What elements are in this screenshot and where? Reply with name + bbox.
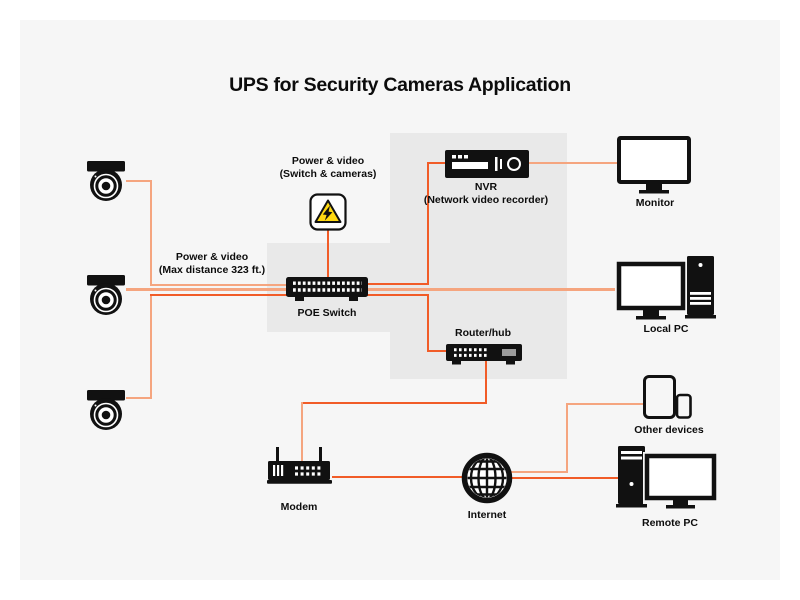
tablet-phone-icon (643, 375, 693, 420)
cable-camera3-out (126, 397, 152, 399)
label-cameras-cable-line1: Power & video (175, 251, 249, 263)
local-pc-icon (615, 256, 716, 322)
cable-router-modem-h (301, 402, 487, 404)
diagram-title: UPS for Security Cameras Application (229, 74, 571, 96)
cable-switch-router-v (427, 294, 429, 352)
cable-camera1-drop (150, 180, 152, 286)
cable-switch-nvr-h (366, 283, 429, 285)
label-modem: Modem (280, 501, 318, 513)
router-hub-icon (444, 344, 524, 365)
label-cameras-cable-line2: (Max distance 323 ft.) (158, 264, 266, 276)
label-nvr-line2: (Network video recorder) (423, 194, 549, 206)
label-switch-cable: Power & video (Switch & cameras) (280, 155, 377, 181)
cable-camera3-in (150, 294, 288, 296)
cable-power-to-switch (327, 229, 329, 279)
nvr-icon (445, 150, 529, 178)
cable-router-in (427, 350, 449, 352)
poe-switch-icon (286, 277, 368, 302)
remote-pc-icon (616, 446, 718, 512)
cable-nvr-in (427, 162, 447, 164)
cable-switch-localpc (366, 288, 620, 291)
cable-camera2-in (126, 288, 288, 291)
electric-hazard-icon (309, 193, 347, 231)
label-monitor: Monitor (635, 197, 675, 209)
label-other-devices: Other devices (634, 424, 704, 436)
security-camera-icon (86, 389, 126, 433)
label-poe-switch: POE Switch (297, 307, 357, 319)
label-router: Router/hub (455, 327, 511, 339)
label-nvr: NVR (Network video recorder) (424, 181, 548, 207)
cable-camera3-rise (150, 294, 152, 399)
diagram-canvas: UPS for Security Cameras Application (20, 20, 780, 580)
cable-nvr-monitor (529, 162, 620, 164)
cable-modem-internet (332, 476, 466, 478)
monitor-icon (617, 136, 693, 194)
label-local-pc: Local PC (643, 323, 689, 335)
label-switch-cable-line1: Power & video (291, 155, 365, 167)
cable-modem-drop (301, 402, 303, 462)
cable-camera1-out (126, 180, 152, 182)
security-camera-icon (86, 274, 126, 318)
cable-camera1-in (150, 284, 288, 286)
cable-switch-router-h (366, 294, 427, 296)
cable-switch-nvr-v (427, 162, 429, 285)
cable-internet-up-h (510, 471, 567, 473)
cable-router-down (485, 361, 487, 404)
security-camera-icon (86, 160, 126, 204)
internet-globe-icon (461, 452, 513, 504)
label-remote-pc: Remote PC (641, 517, 699, 529)
modem-icon (267, 447, 333, 484)
cable-otherdevices-in (566, 403, 644, 405)
label-cameras-cable: Power & video (Max distance 323 ft.) (159, 251, 265, 277)
cable-otherdevices-rise (566, 403, 568, 473)
label-nvr-line1: NVR (474, 181, 498, 193)
label-internet: Internet (467, 509, 507, 521)
cable-internet-remotepc (510, 477, 618, 479)
label-switch-cable-line2: (Switch & cameras) (279, 168, 377, 180)
